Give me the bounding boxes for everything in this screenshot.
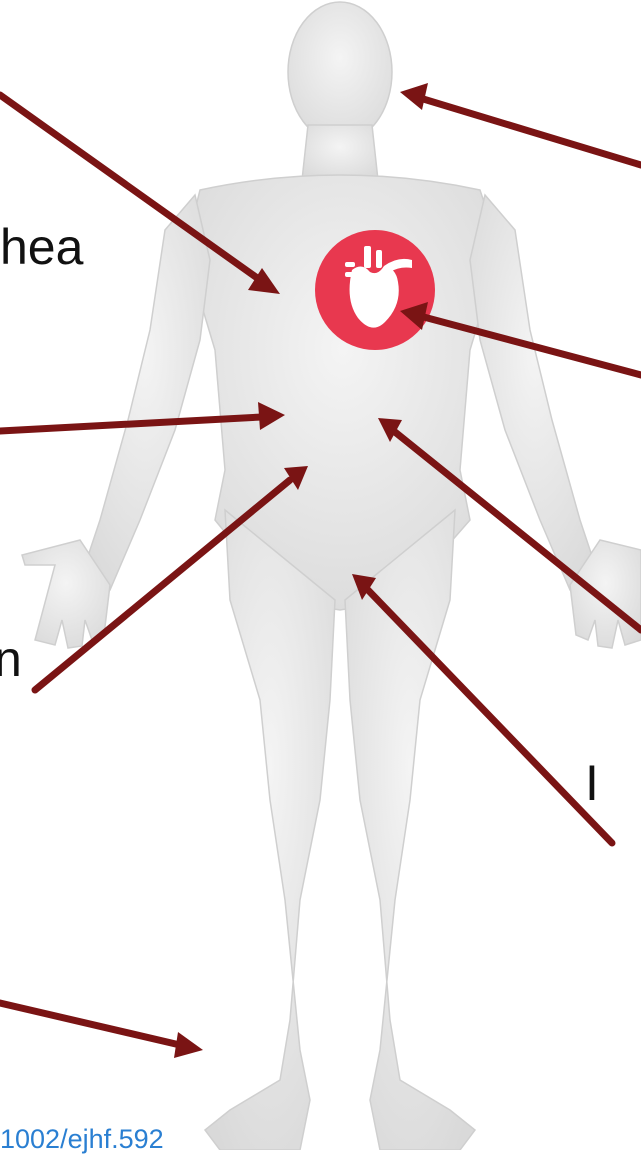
label-abdomen-fragment: n [0, 634, 22, 684]
heart-badge [315, 230, 435, 350]
label-dyspnea-fragment: hea [0, 222, 83, 272]
arrow-to-head [400, 83, 641, 165]
doi-citation-link[interactable]: 1002/ejhf.592 [0, 1126, 164, 1153]
arrow-to-foot [0, 1003, 203, 1058]
label-right-bottom-fragment: I [585, 758, 599, 808]
